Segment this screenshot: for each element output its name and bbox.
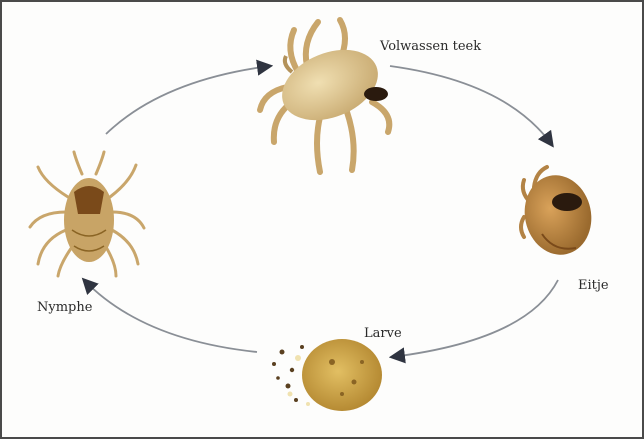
arrow-larva-to-nymph (84, 280, 257, 352)
arrow-nymph-to-adult (106, 66, 270, 134)
arrow-adult-to-egg (390, 66, 552, 145)
arrow-egg-to-larva (392, 280, 558, 357)
nymph-icon (30, 152, 144, 276)
egg-icon (517, 167, 598, 261)
adult-stage-label: Volwassen teek (380, 39, 481, 54)
egg-stage-label: Eitje (578, 278, 609, 293)
larva-icon (272, 339, 382, 411)
larva-stage-label: Larve (364, 326, 402, 341)
nymph-stage-label: Nymphe (37, 300, 92, 315)
adult-tick-icon (260, 20, 389, 172)
